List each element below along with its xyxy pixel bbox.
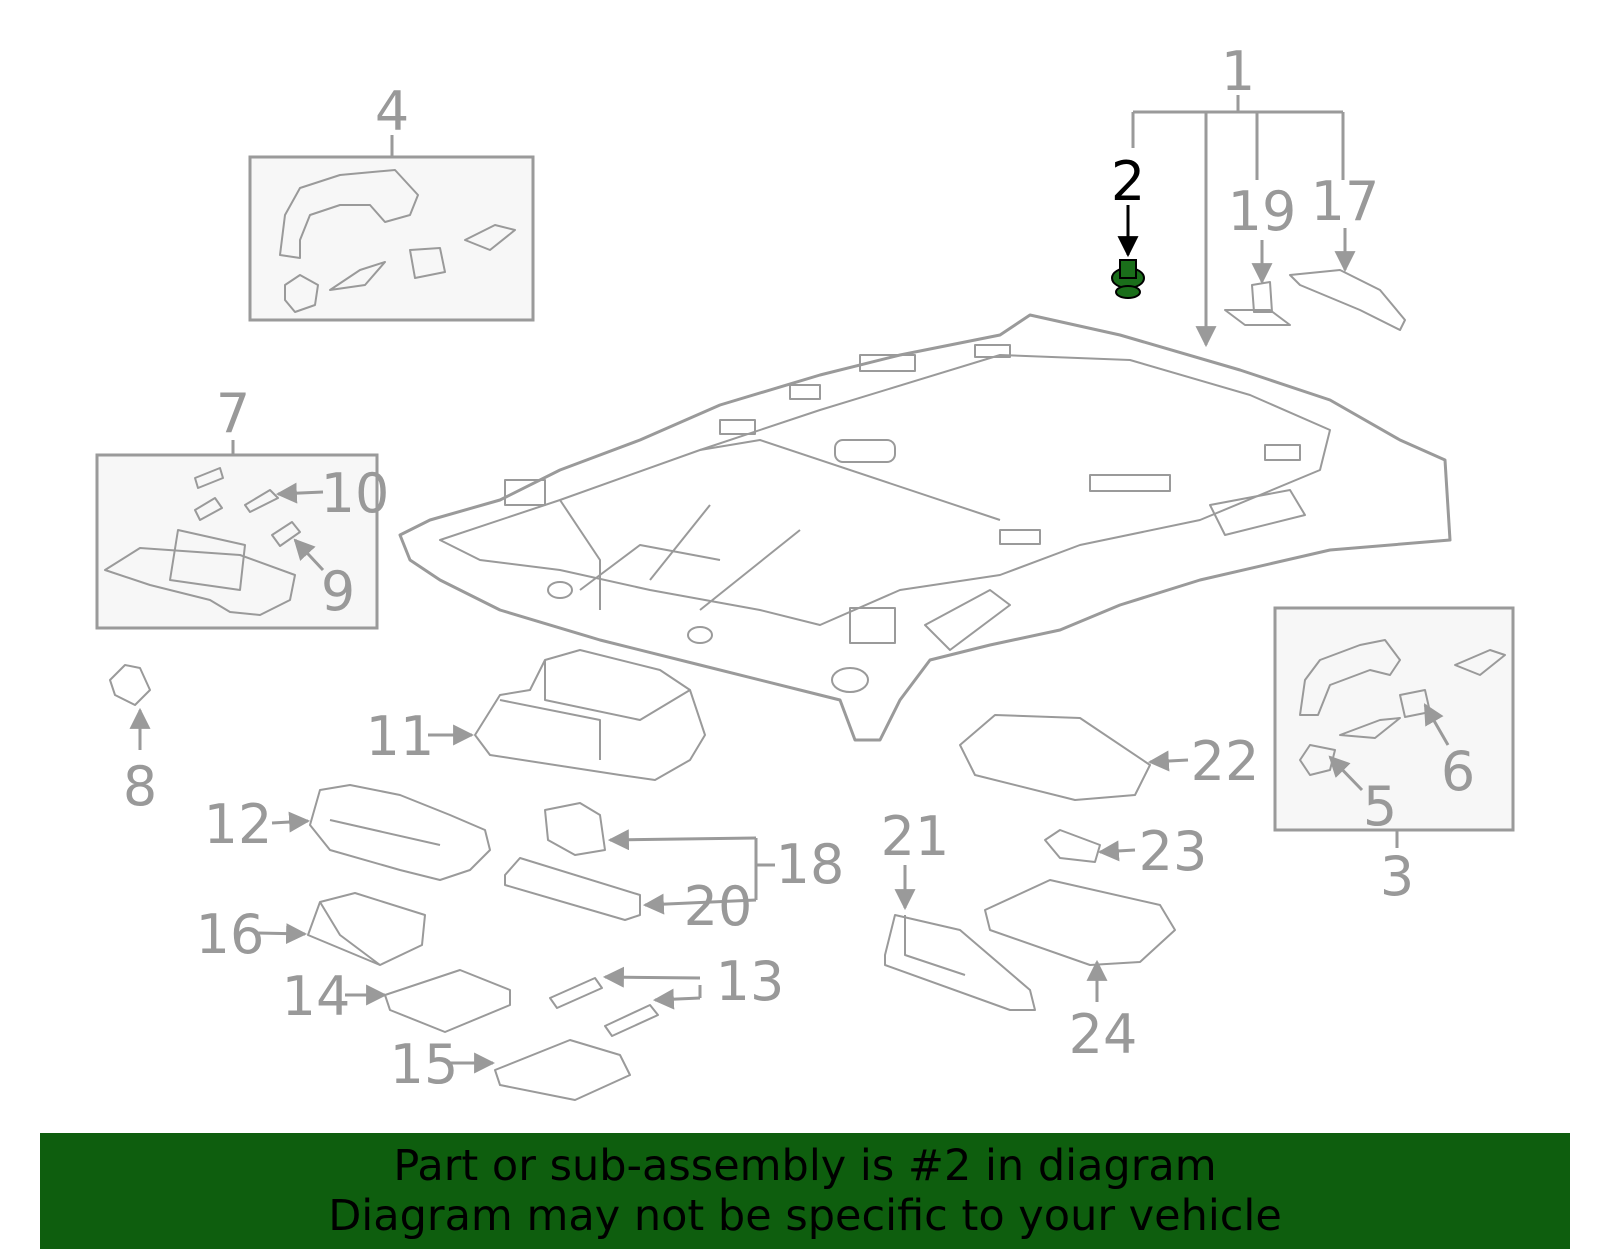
callout-labels: 1 2 3 4 5 6 7 8 9 10 11 12 13 14 15 16 1…: [123, 40, 1475, 1096]
callout-24: 24: [1069, 1003, 1138, 1066]
callout-7: 7: [216, 382, 250, 445]
lens-part-14: [384, 969, 511, 1033]
lens-part-15: [494, 1039, 631, 1101]
banner-line-2: Diagram may not be specific to your vehi…: [328, 1191, 1282, 1241]
callout-3: 3: [1380, 845, 1414, 908]
callout-16: 16: [196, 903, 265, 966]
callout-10: 10: [321, 462, 390, 525]
overhead-lamp-part-22: [959, 714, 1151, 801]
callout-15: 15: [390, 1033, 459, 1096]
callout-1: 1: [1221, 40, 1255, 103]
callout-9: 9: [321, 560, 355, 623]
box-part-4: [248, 155, 535, 322]
callout-12: 12: [204, 793, 273, 856]
box-part-7: [95, 453, 379, 630]
callout-22: 22: [1191, 730, 1260, 793]
callout-4: 4: [375, 80, 409, 143]
console-part-11: [474, 649, 706, 781]
bulb-part-13: [549, 977, 659, 1037]
callout-21: 21: [881, 805, 950, 868]
panel-part-20: [504, 857, 641, 921]
bracket-part-18: [544, 802, 606, 856]
callout-17: 17: [1311, 170, 1380, 233]
box-part-3: [1273, 606, 1515, 832]
callout-6: 6: [1441, 740, 1475, 803]
callout-11: 11: [366, 705, 435, 768]
callout-8: 8: [123, 755, 157, 818]
bulb-part-23: [1044, 829, 1101, 863]
callout-14: 14: [282, 965, 351, 1028]
lamp-part-21: [884, 914, 1036, 1011]
lamp-part-16: [307, 892, 426, 966]
callout-13: 13: [716, 950, 785, 1013]
bracket-part-19: [1224, 281, 1291, 326]
clip-part-2: [1111, 259, 1145, 299]
callout-2: 2: [1111, 150, 1145, 213]
banner-line-1: Part or sub-assembly is #2 in diagram: [393, 1141, 1217, 1191]
leader-lines: [129, 95, 1450, 1074]
callout-5: 5: [1363, 775, 1397, 838]
lens-part-24: [984, 879, 1176, 966]
headliner-part: [398, 313, 1452, 742]
callout-20: 20: [684, 875, 753, 938]
callout-19: 19: [1228, 180, 1297, 243]
console-part-12: [309, 784, 491, 881]
callout-23: 23: [1139, 820, 1208, 883]
reinforcement-part-17: [1289, 269, 1406, 331]
notice-banner: Part or sub-assembly is #2 in diagram Di…: [40, 1133, 1570, 1249]
callout-18: 18: [776, 833, 845, 896]
bracket-part-8: [109, 664, 151, 706]
